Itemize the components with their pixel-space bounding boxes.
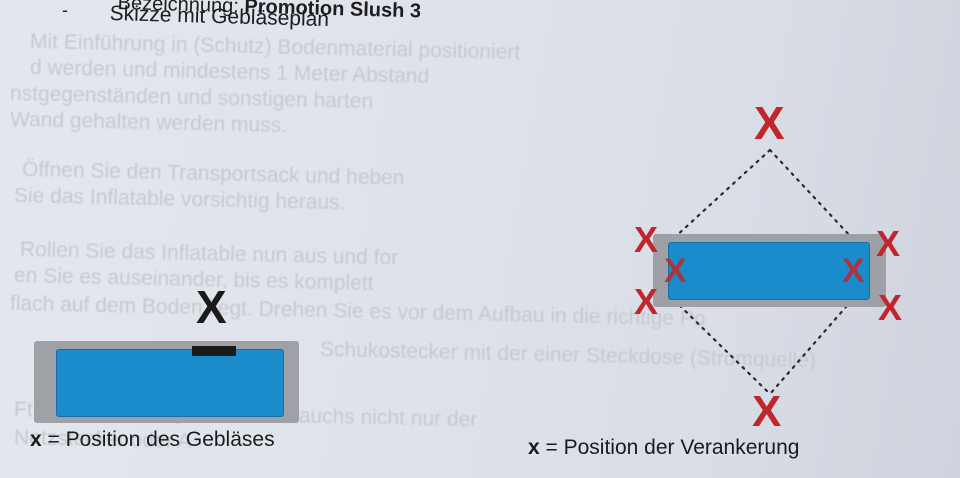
anchor-marker-left-lower: X bbox=[634, 281, 659, 322]
legend-symbol: x bbox=[528, 436, 540, 459]
dotted-line-bottom-right bbox=[768, 298, 854, 396]
dotted-line-top-right bbox=[768, 148, 854, 240]
anchor-marker-right-lower: X bbox=[878, 287, 903, 328]
blower-legend: x = Position des Gebläses bbox=[30, 428, 275, 452]
legend-text: = Position der Verankerung bbox=[539, 436, 800, 459]
header-dash: - bbox=[62, 0, 68, 20]
inflatable-pool-left bbox=[56, 349, 284, 417]
anchor-legend: x = Position der Verankerung bbox=[528, 436, 799, 460]
inflatable-pool-right bbox=[668, 242, 870, 300]
anchor-marker-inner-left: X bbox=[664, 252, 687, 290]
anchor-marker-bottom: X bbox=[752, 387, 782, 436]
anchor-marker-top: X bbox=[754, 97, 785, 149]
legend-text: = Position des Gebläses bbox=[41, 428, 275, 451]
legend-symbol: x bbox=[30, 428, 42, 451]
anchor-marker-right-upper: X bbox=[876, 223, 901, 264]
blower-bar bbox=[192, 346, 236, 356]
blower-marker: X bbox=[196, 281, 227, 333]
dotted-line-bottom-left bbox=[672, 298, 772, 396]
anchor-marker-inner-right: X bbox=[842, 252, 865, 290]
dotted-line-top-left bbox=[672, 148, 772, 240]
anchor-marker-left-upper: X bbox=[634, 219, 659, 260]
